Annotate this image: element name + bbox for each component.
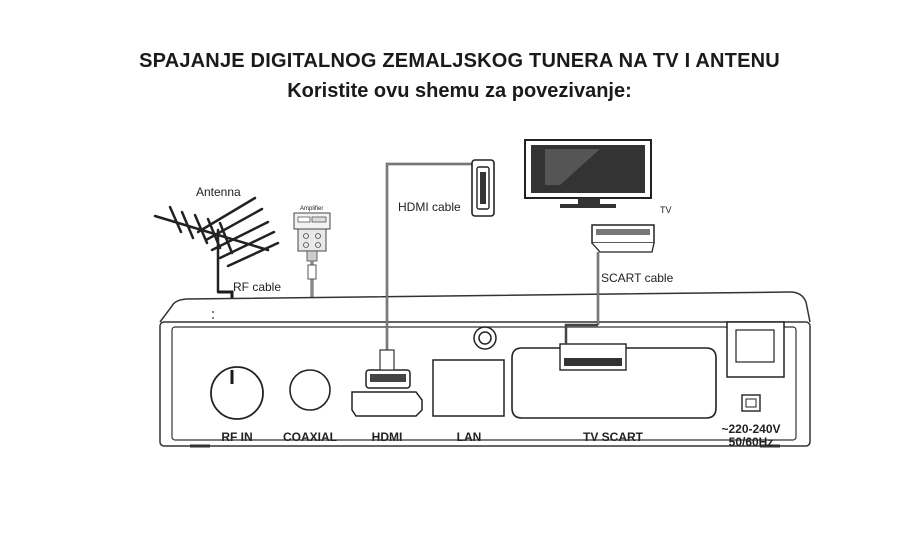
hdmi-cable [379, 162, 472, 371]
hdmi-plug-icon [471, 159, 495, 217]
page-title: SPAJANJE DIGITALNOG ZEMALJSKOG TUNERA NA… [139, 50, 780, 72]
lan-label: LAN [457, 430, 482, 444]
audio-jack-icon [473, 326, 497, 350]
tv-scart-port [511, 343, 717, 419]
antenna-label: Antenna [196, 185, 241, 199]
page-subtitle: Koristite ovu shemu za povezivanje: [287, 80, 632, 102]
antenna-icon [153, 196, 280, 294]
rf-in-label: RF IN [221, 430, 252, 444]
coaxial-label: COAXIAL [283, 430, 337, 444]
lan-port [432, 359, 505, 417]
scart-plug-icon [591, 224, 655, 253]
tv-label: TV [660, 205, 672, 215]
hdmi-label: HDMI [372, 430, 403, 444]
scart-cable-label: SCART cable [601, 271, 674, 285]
scart-cable [564, 252, 600, 344]
amplifier-icon [293, 212, 331, 262]
hdmi-cable-label: HDMI cable [398, 200, 461, 214]
rf-cable-label: RF cable [233, 280, 281, 294]
hdmi-port [351, 369, 423, 417]
coaxial-port [289, 369, 331, 411]
power-socket-icon [726, 321, 785, 412]
rf-in-port [210, 366, 264, 420]
tv-scart-label: TV SCART [583, 430, 644, 444]
power-voltage-label: ~220-240V [721, 422, 780, 436]
tv-icon [524, 139, 652, 208]
power-frequency-label: 50/60Hz [729, 435, 774, 449]
amplifier-label: Amplifier [300, 206, 323, 212]
